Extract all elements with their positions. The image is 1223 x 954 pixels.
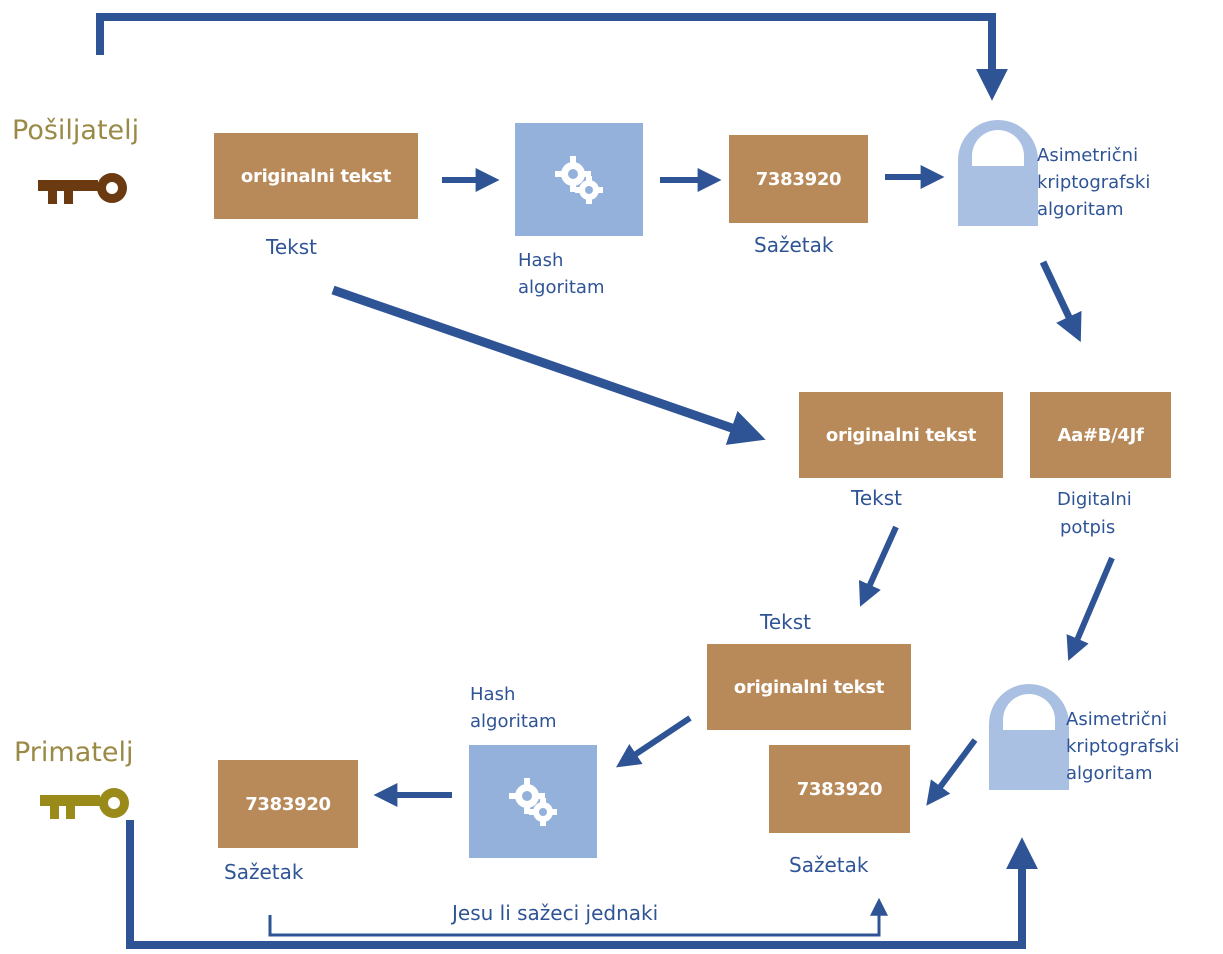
text-caption-top: Tekst bbox=[266, 235, 317, 259]
text-label-bottom: Tekst bbox=[760, 610, 811, 634]
lock-icon bbox=[989, 684, 1069, 790]
arrow-lock-to-signature bbox=[1039, 260, 1082, 343]
lock-caption-top-3: algoritam bbox=[1037, 199, 1124, 220]
hash-caption-bottom-1: Hash bbox=[470, 684, 516, 705]
gear-icon bbox=[555, 155, 603, 204]
arrow-lock-to-right-digest bbox=[926, 738, 978, 806]
digest-caption-bottom-right: Sažetak bbox=[789, 853, 869, 877]
compare-label: Jesu li sažeci jednaki bbox=[452, 901, 659, 925]
original-text-box-top: originalni tekst bbox=[214, 133, 418, 219]
lock-caption-top-1: Asimetrični bbox=[1037, 145, 1139, 166]
arrow-signature-to-lock bbox=[1066, 556, 1115, 661]
original-text-box-middle: originalni tekst bbox=[799, 392, 1003, 478]
arrow-middle-text-to-bottom bbox=[858, 525, 899, 607]
hash-algorithm-box-bottom bbox=[469, 745, 597, 858]
digest-caption-top: Sažetak bbox=[754, 233, 834, 257]
digest-caption-bottom-left: Sažetak bbox=[224, 860, 304, 884]
arrow-sender-to-lock bbox=[96, 13, 1008, 101]
sender-label: Pošiljatelj bbox=[12, 115, 140, 146]
hash-caption-top-1: Hash bbox=[518, 250, 564, 271]
digest-box-bottom-right: 7383920 bbox=[769, 745, 910, 833]
key-icon bbox=[40, 788, 129, 819]
receiver-label: Primatelj bbox=[14, 737, 134, 768]
key-icon bbox=[38, 173, 127, 204]
digest-box-top: 7383920 bbox=[729, 135, 868, 223]
hash-caption-bottom-2: algoritam bbox=[470, 711, 557, 732]
original-text-box-bottom: originalni tekst bbox=[707, 644, 911, 730]
hash-algorithm-box-top bbox=[515, 123, 643, 236]
arrow-receiver-to-lock bbox=[126, 820, 1038, 949]
signature-caption-2: potpis bbox=[1060, 517, 1116, 538]
signature-caption-1: Digitalni bbox=[1057, 489, 1132, 510]
digital-signature-box: Aa#B/4Jf bbox=[1030, 392, 1171, 478]
lock-caption-bottom-2: kriptografski bbox=[1066, 736, 1180, 757]
hash-caption-top-2: algoritam bbox=[518, 277, 605, 298]
arrow-text-to-hash-bottom bbox=[616, 715, 692, 768]
gear-icon bbox=[509, 777, 557, 826]
lock-caption-bottom-3: algoritam bbox=[1066, 763, 1153, 784]
lock-caption-top-2: kriptografski bbox=[1037, 172, 1151, 193]
digest-box-bottom-left: 7383920 bbox=[218, 760, 358, 848]
arrow-text-to-middle-text bbox=[331, 285, 766, 445]
lock-caption-bottom-1: Asimetrični bbox=[1066, 709, 1168, 730]
arrow-compare bbox=[268, 897, 888, 937]
lock-icon bbox=[958, 120, 1038, 226]
text-caption-middle: Tekst bbox=[851, 486, 902, 510]
